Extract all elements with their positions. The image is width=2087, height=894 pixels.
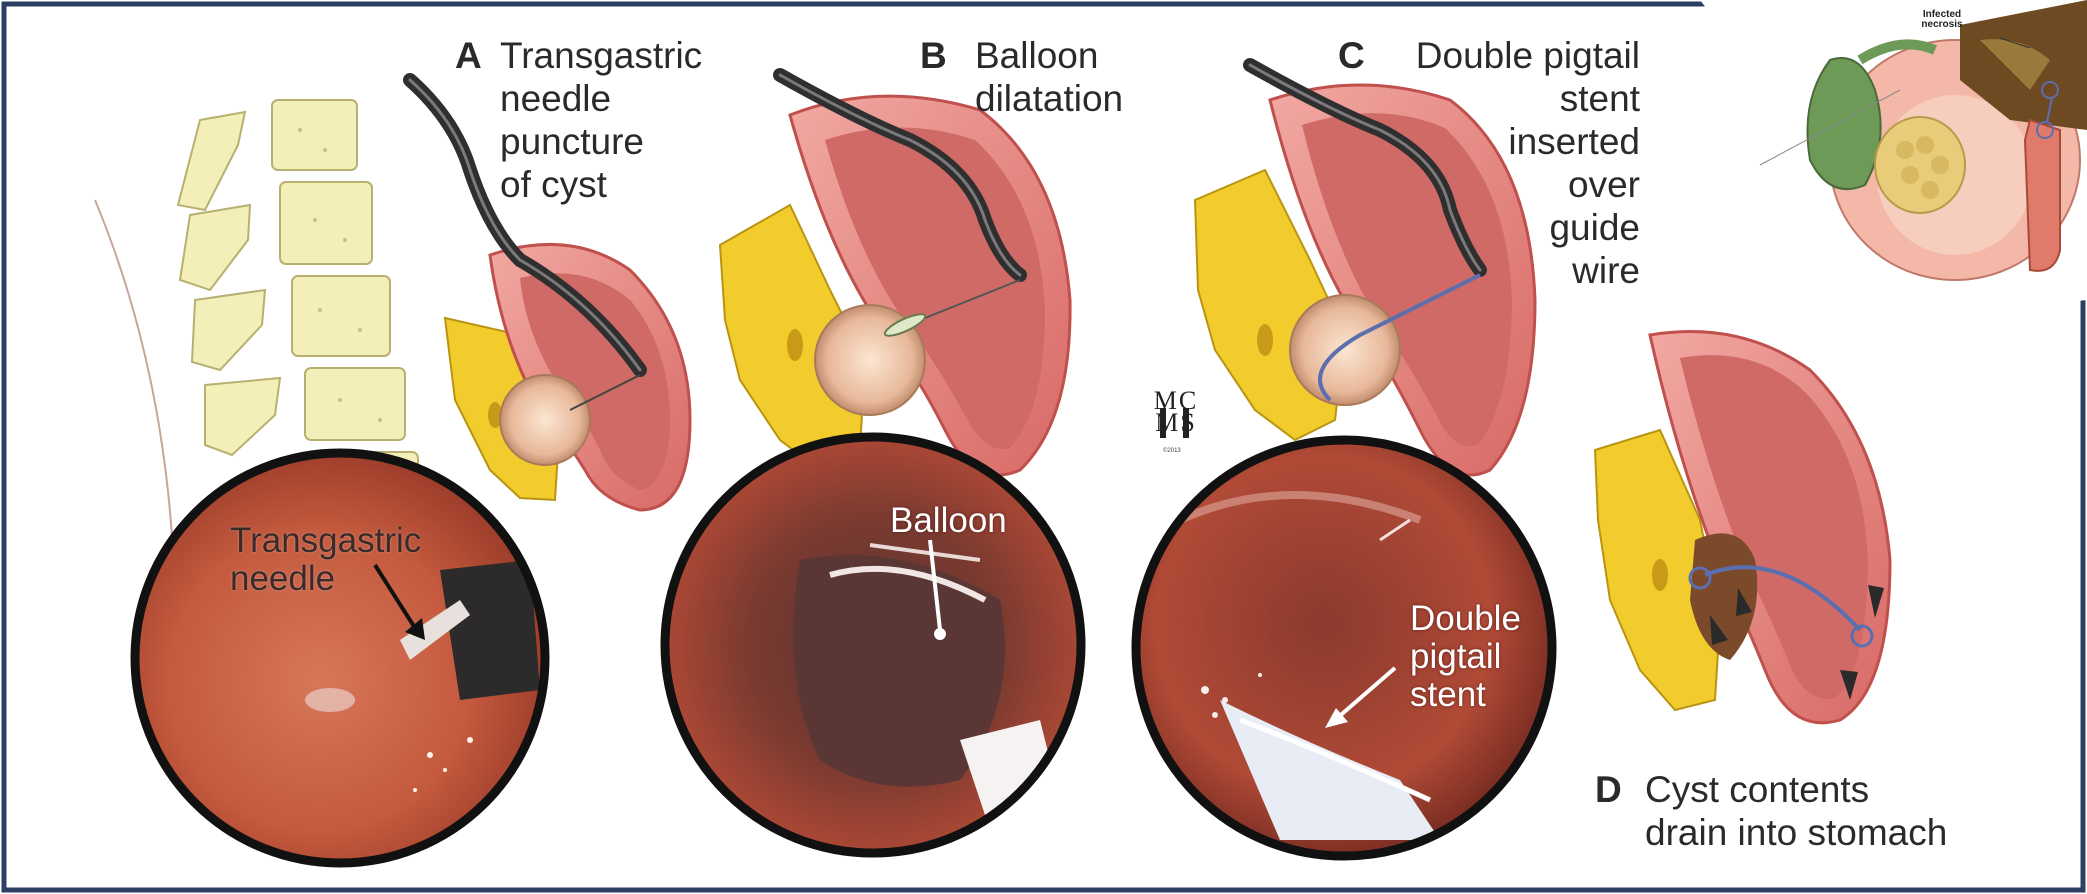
inset-label-line: Double	[1410, 600, 1521, 638]
inset-label-c: Double pigtail stent	[1410, 600, 1521, 714]
caption-line: Double pigtail	[1385, 34, 1640, 77]
caption-line: puncture	[500, 120, 702, 163]
body-outline	[95, 200, 175, 600]
pancreas-duct-d	[1652, 559, 1668, 591]
caption-line: Balloon	[975, 34, 1123, 77]
step-a-caption: Transgastric needle puncture of cyst	[500, 34, 702, 206]
step-c-caption: Double pigtail stent inserted over guide…	[1385, 34, 1640, 292]
caption-line: guide	[1385, 206, 1640, 249]
step-b-caption: Balloon dilatation	[975, 34, 1123, 120]
caption-line: over	[1385, 163, 1640, 206]
mcms-logo-text: MC MS	[1152, 390, 1200, 434]
pancreas-head-thumb	[1875, 117, 1965, 213]
caption-line: of cyst	[500, 163, 702, 206]
step-a-letter: A	[455, 34, 482, 77]
panel-d	[1595, 332, 1890, 723]
inset-label-a: Transgastric needle	[230, 522, 421, 598]
inset-label-line: needle	[230, 560, 421, 598]
caption-line: stent	[1385, 77, 1640, 120]
caption-line: inserted	[1385, 120, 1640, 163]
inset-label-line: pigtail	[1410, 638, 1521, 676]
mcms-copyright: ©2013	[1163, 448, 1181, 454]
gallbladder-thumb	[1808, 58, 1881, 189]
pancreas-duct-b	[787, 329, 803, 361]
caption-line: needle	[500, 77, 702, 120]
step-c-letter: C	[1338, 34, 1365, 77]
vertebral-bodies	[272, 100, 418, 502]
inset-label-b: Balloon	[890, 502, 1007, 540]
caption-line: wire	[1385, 249, 1640, 292]
thumbnail-label-line: necrosis	[1912, 20, 1972, 30]
step-b-letter: B	[920, 34, 947, 77]
cyst-a	[500, 375, 590, 465]
step-d-caption: Cyst contents drain into stomach	[1645, 768, 1947, 854]
caption-line: Transgastric	[500, 34, 702, 77]
endoscopic-view-a	[130, 450, 550, 870]
inset-label-line: stent	[1410, 676, 1521, 714]
step-d-letter: D	[1595, 768, 1622, 811]
inset-label-line: Transgastric	[230, 522, 421, 560]
cyst-c	[1290, 295, 1400, 405]
caption-line: dilatation	[975, 77, 1123, 120]
vessel-thumb	[2025, 120, 2060, 271]
caption-line: drain into stomach	[1645, 811, 1947, 854]
inset-label-line: Balloon	[890, 502, 1007, 540]
panel-b	[660, 75, 1090, 860]
endoscopic-view-b	[660, 430, 1090, 860]
pancreas-duct-c	[1257, 324, 1273, 356]
logo-line: MS	[1152, 412, 1200, 434]
thumbnail-label: Infected necrosis	[1912, 10, 1972, 30]
anatomy-thumbnail	[1700, 0, 2087, 302]
spine-processes	[178, 112, 280, 455]
caption-line: Cyst contents	[1645, 768, 1947, 811]
